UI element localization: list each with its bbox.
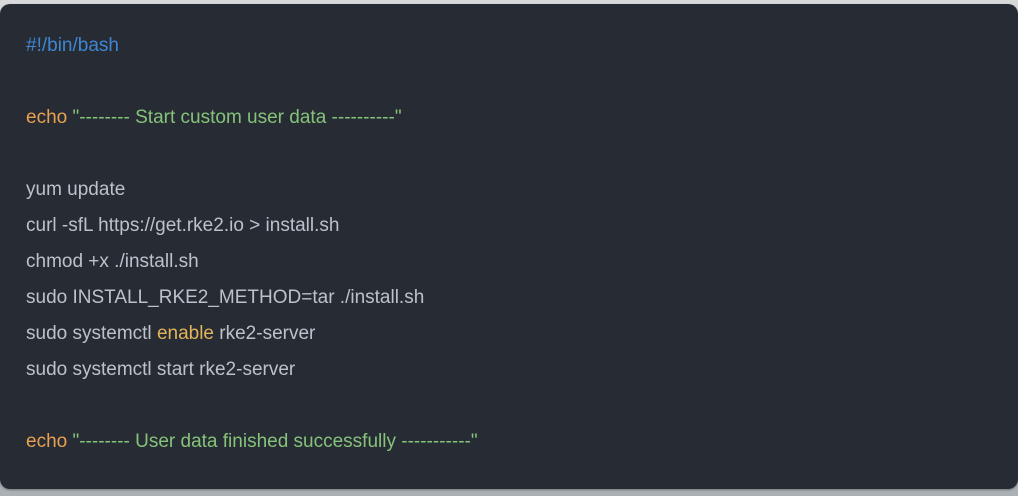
code-token-keyword: enable: [156, 323, 214, 344]
code-token-string: "-------- User data finished successfull…: [72, 431, 478, 452]
code-line: [26, 388, 1000, 424]
code-token-builtin: echo: [26, 107, 68, 128]
code-line: echo "-------- Start custom user data --…: [26, 100, 1000, 136]
code-token-plain: curl -sfL https://get.rke2.io > install.…: [26, 215, 340, 236]
code-token-plain: sudo INSTALL_RKE2_METHOD=tar ./install.s…: [26, 287, 425, 308]
code-token-string: "-------- Start custom user data -------…: [72, 107, 402, 128]
code-token-builtin: echo: [26, 431, 68, 452]
code-line: sudo INSTALL_RKE2_METHOD=tar ./install.s…: [26, 280, 1000, 316]
code-line: sudo systemctl start rke2-server: [26, 352, 1000, 388]
code-token-plain: chmod +x ./install.sh: [26, 251, 199, 272]
code-token-plain: yum update: [26, 179, 126, 200]
code-line: curl -sfL https://get.rke2.io > install.…: [26, 208, 1000, 244]
code-line: yum update: [26, 172, 1000, 208]
code-line: #!/bin/bash: [26, 28, 1000, 64]
bash-code-block: #!/bin/bash echo "-------- Start custom …: [0, 4, 1018, 460]
code-token-shebang: #!/bin/bash: [26, 35, 119, 56]
code-token-plain: sudo systemctl start rke2-server: [26, 359, 296, 380]
code-line: sudo systemctl enable rke2-server: [26, 316, 1000, 352]
code-line: echo "-------- User data finished succes…: [26, 424, 1000, 460]
code-line: [26, 64, 1000, 100]
user-data-script-block: #!/bin/bash echo "-------- Start custom …: [0, 4, 1018, 489]
code-line: chmod +x ./install.sh: [26, 244, 1000, 280]
code-line: [26, 136, 1000, 172]
code-token-plain: sudo systemctl: [26, 323, 157, 344]
code-token-plain: rke2-server: [214, 323, 316, 344]
